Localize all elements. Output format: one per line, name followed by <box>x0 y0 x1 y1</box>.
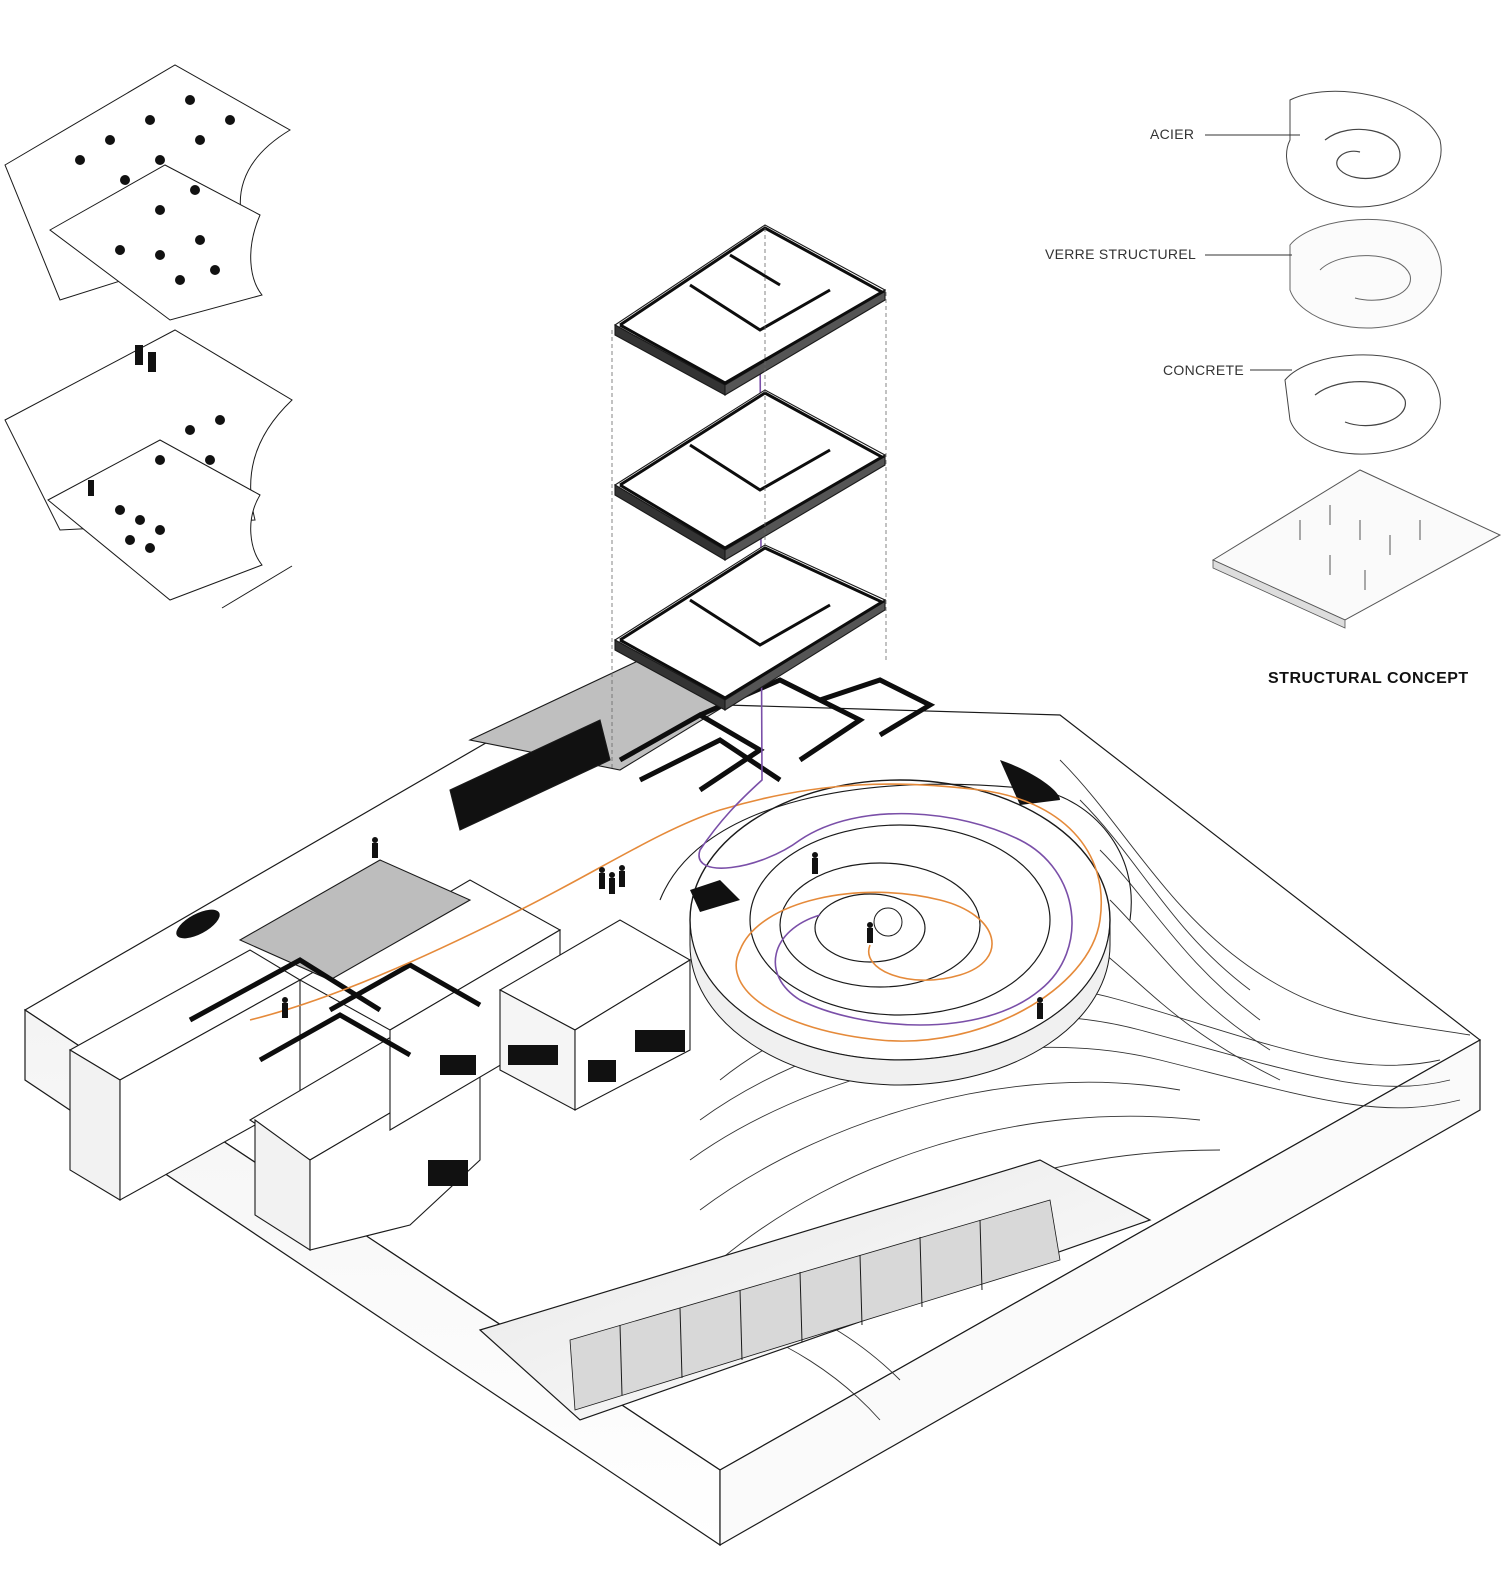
person-group <box>282 997 288 1018</box>
people-figures <box>282 837 1043 1019</box>
layer-leader-lines <box>1205 134 1300 371</box>
floor-plate-level-3 <box>613 224 887 396</box>
person-group <box>812 852 818 874</box>
person-group <box>372 837 378 858</box>
seating-inset-top <box>4 64 291 321</box>
ground-floor-building <box>68 659 802 1252</box>
floor-plate-level-2 <box>613 389 887 561</box>
plinth-right-side <box>719 1038 1481 1547</box>
seating-inset-bottom <box>4 329 293 609</box>
car <box>176 909 220 939</box>
label-concrete: CONCRETE <box>1163 362 1244 378</box>
ramp-cut <box>478 1159 1152 1421</box>
structure-layer-concrete <box>1284 354 1441 455</box>
structure-layer-verre <box>1289 218 1442 329</box>
projection-lines <box>611 228 887 770</box>
structure-layer-base <box>1211 469 1502 629</box>
person-group <box>609 872 615 894</box>
circulation-paths <box>249 329 1103 1042</box>
exploded-floors <box>611 224 887 770</box>
spiral-pavilion <box>659 760 1132 1086</box>
person-group <box>1037 997 1043 1019</box>
structural-concept-title: STRUCTURAL CONCEPT <box>1268 670 1469 687</box>
person-group <box>619 865 625 887</box>
person-group <box>599 867 605 889</box>
label-acier: ACIER <box>1150 126 1195 142</box>
label-verre-structurel: VERRE STRUCTUREL <box>1045 246 1197 262</box>
structure-layer-acier <box>1286 90 1442 208</box>
floor-plate-level-1 <box>613 544 887 711</box>
person-group <box>867 922 873 943</box>
